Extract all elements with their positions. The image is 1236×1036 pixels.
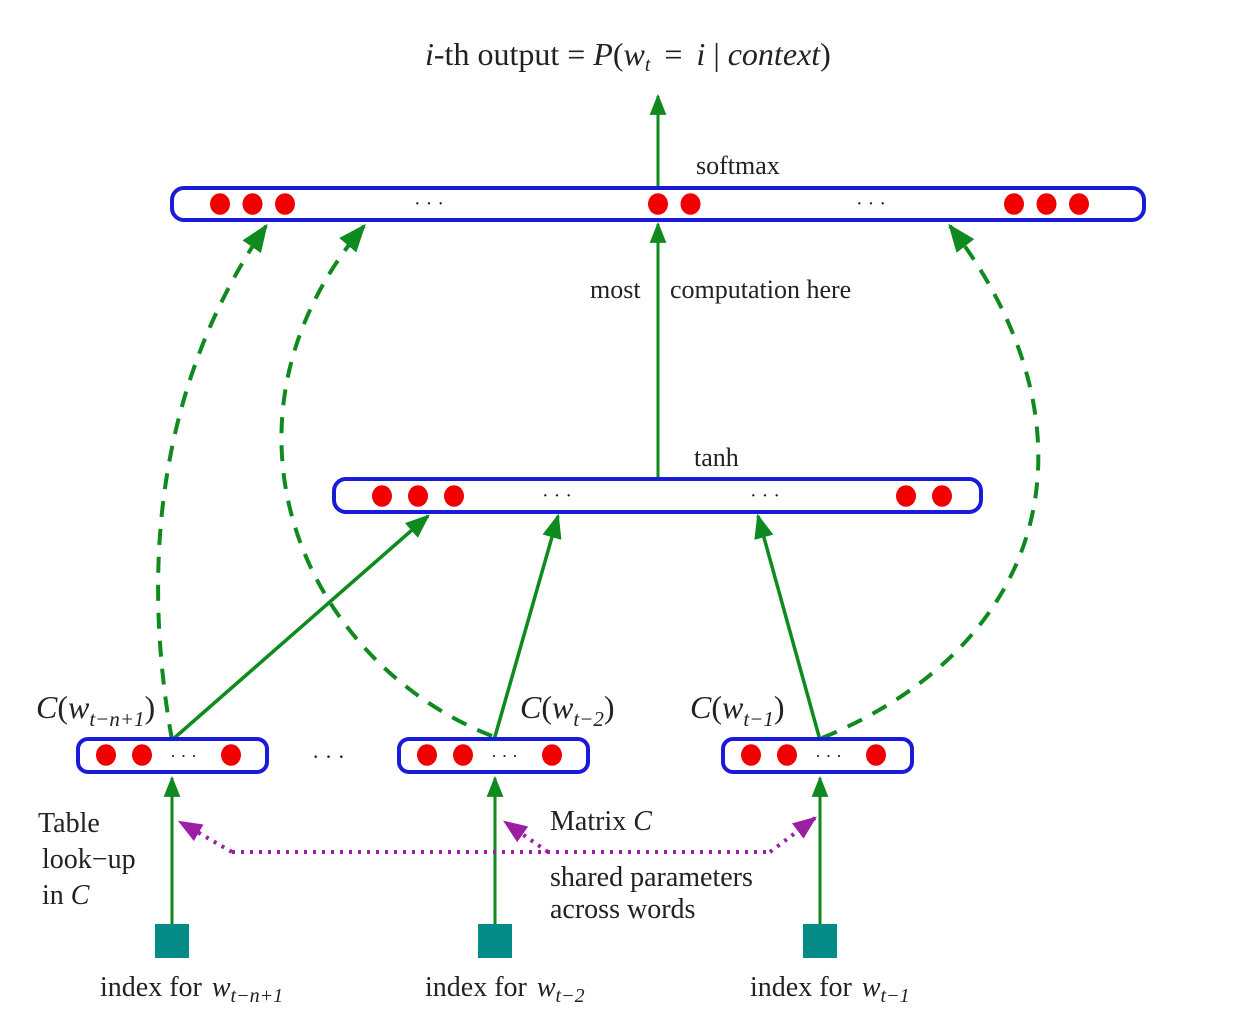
embed-2-to-tanh-arrow [492,513,562,741]
table-lookup-line1: Table [38,808,100,839]
computation-note-right: computation here [670,275,851,304]
shared-param-arrow-3 [768,816,817,854]
table-lookup-line3: in C [42,880,90,911]
embedding-unit [777,744,797,766]
matrix-note-title: Matrix C [550,806,652,837]
embedding-unit [542,744,562,766]
embed-3-to-tanh-arrow [754,513,822,741]
skip-connection-3 [821,223,1041,740]
ellipsis: · · · [750,485,780,507]
table-lookup-line2: look−up [42,844,136,875]
tanh-label: tanh [694,443,739,472]
embedding-unit [741,744,761,766]
index-box-2 [478,924,512,958]
tanh-unit [896,485,916,507]
output-label: i-th output = P(wt=i|context) [425,36,831,76]
ellipsis: · · · [815,746,842,766]
index-box-3 [803,924,837,958]
embedding-unit [96,744,116,766]
tanh-layer [332,477,983,514]
softmax-unit [1069,193,1089,215]
softmax-unit [1036,193,1057,215]
ellipsis: · · · [170,746,197,766]
shared-param-arrow-1 [177,820,233,854]
softmax-unit [1004,193,1024,215]
embedding-label-1: C(wt−n+1) [36,689,155,731]
tanh-unit [932,485,952,507]
softmax-unit [275,193,295,215]
shared-param-arrow-2 [503,820,550,854]
softmax-units: · · · · · · [210,193,1089,215]
skip-connection-2 [279,223,493,738]
embedding-label-2: C(wt−2) [520,689,615,731]
softmax-unit [648,193,668,215]
ellipsis: · · · [856,193,886,215]
ellipsis: · · · [491,746,518,766]
embedding-unit [132,744,152,766]
embedding-unit [417,744,437,766]
embedding-units: · · · · · · · · · [96,744,886,766]
embedding-unit [453,744,473,766]
matrix-note-line1: shared parameters [550,862,753,893]
ellipsis: · · · [542,485,572,507]
embedding-layer-2 [397,737,590,774]
ellipsis: · · · [414,193,444,215]
tanh-units: · · · · · · [372,485,952,507]
softmax-unit [242,193,263,215]
index-box-1 [155,924,189,958]
embedding-layer-1 [76,737,269,774]
softmax-unit [680,193,701,215]
embedding-unit [866,744,886,766]
computation-note-left: most [590,275,641,304]
embed-1-to-tanh-arrow [170,514,430,742]
embedding-layer-3 [721,737,914,774]
tanh-unit [444,485,464,507]
tanh-unit [408,485,428,507]
embedding-unit [221,744,241,766]
tanh-unit [372,485,392,507]
embedding-label-3: C(wt−1) [690,689,785,731]
matrix-note-line2: across words [550,894,695,925]
skip-connection-1 [156,223,268,741]
softmax-label: softmax [696,151,780,180]
softmax-unit [210,193,230,215]
between-embeddings-ellipsis: · · · [312,744,345,769]
